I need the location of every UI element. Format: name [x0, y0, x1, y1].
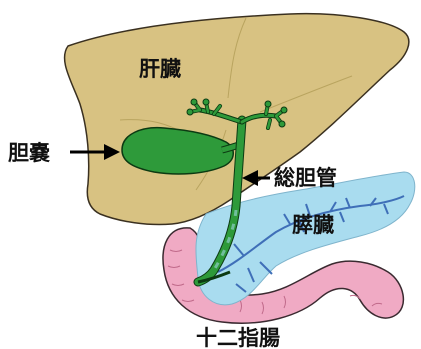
common-bile-duct-label: 総胆管	[274, 166, 337, 190]
gallbladder-label: 胆嚢	[8, 141, 51, 165]
liver-label: 肝臓	[139, 57, 181, 81]
pancreas-label: 膵臓	[292, 213, 334, 237]
duodenum-label: 十二指腸	[196, 326, 280, 349]
